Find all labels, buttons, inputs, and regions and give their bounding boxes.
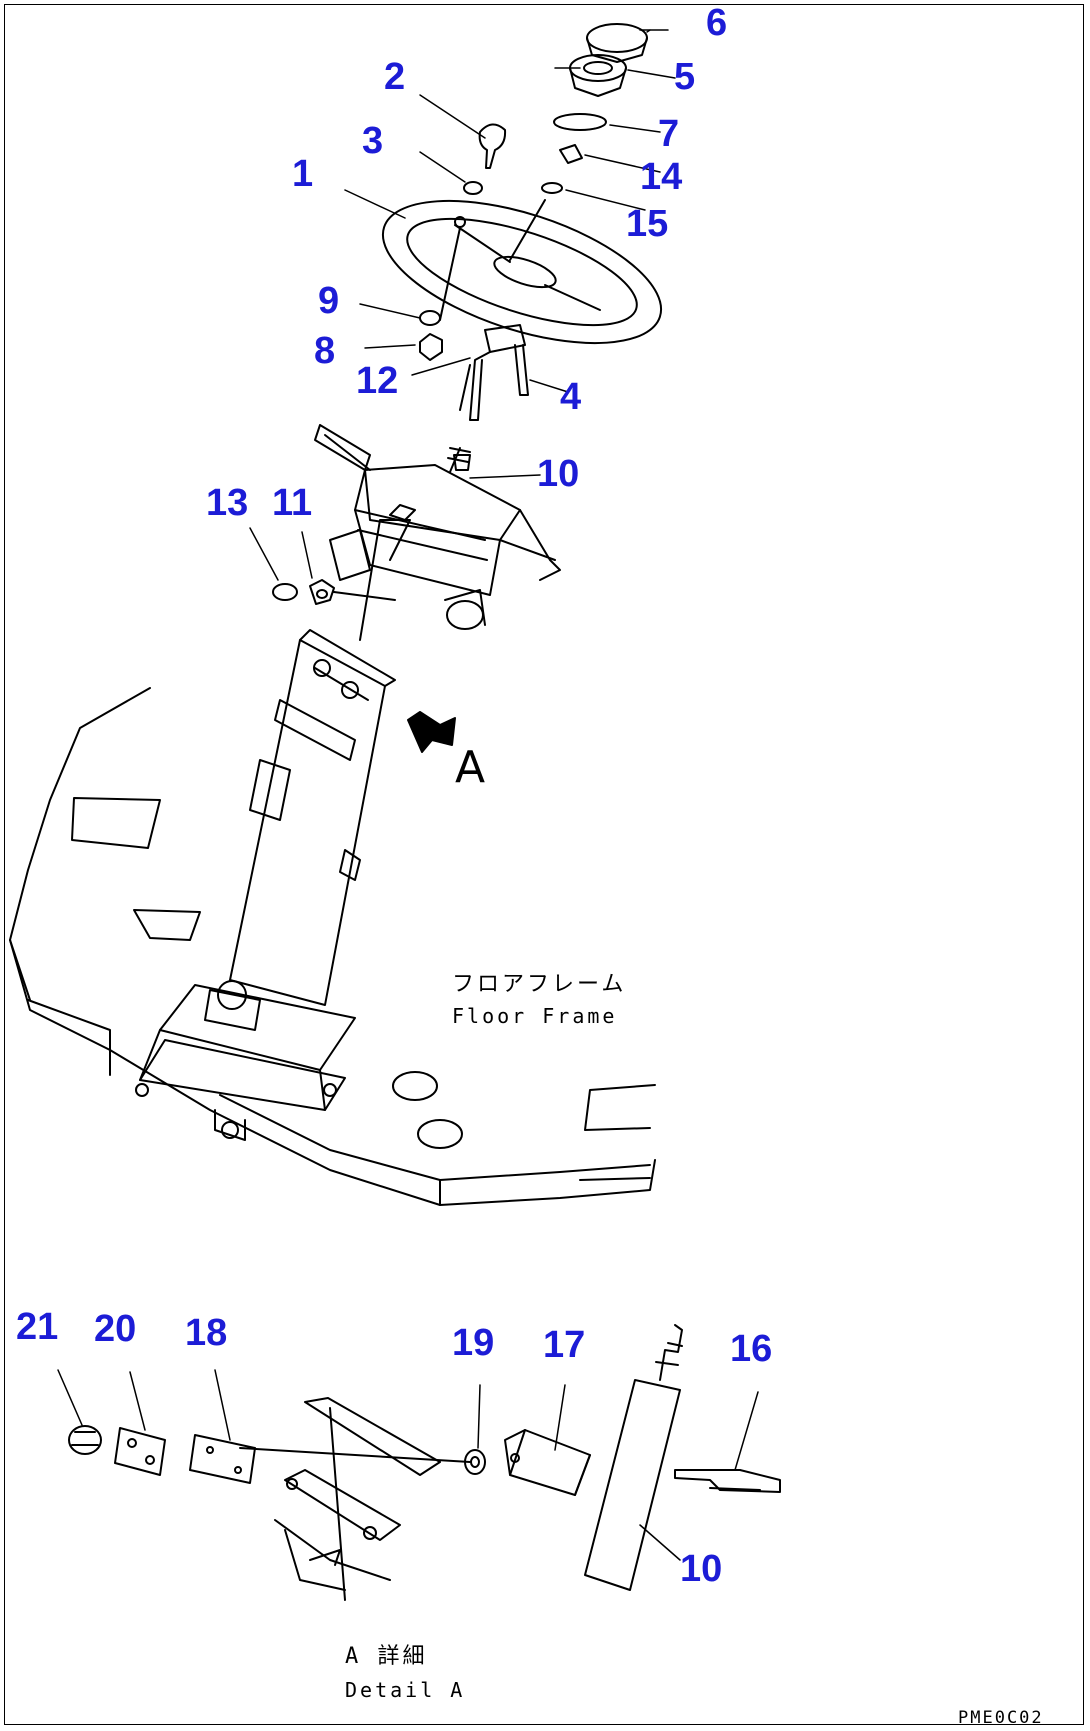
callout-2: 2 (384, 56, 406, 98)
callout-14: 14 (640, 156, 683, 198)
callout-9: 9 (318, 280, 340, 322)
callout-11: 11 (272, 482, 313, 524)
drawing-code: PME0C02 (958, 1708, 1044, 1728)
column-base (135, 984, 356, 1141)
callout-8: 8 (314, 330, 336, 372)
floor-frame-label-en: Floor Frame (452, 1004, 618, 1028)
callout-18: 18 (185, 1312, 228, 1354)
callout-1: 1 (292, 153, 314, 195)
callout-13: 13 (206, 482, 249, 524)
callout-3: 3 (362, 120, 384, 162)
detail-leader-lines (57, 1369, 759, 1561)
callout-20: 20 (94, 1308, 137, 1350)
callout-16: 16 (730, 1328, 773, 1370)
callout-10: 10 (537, 453, 580, 495)
callout-17: 17 (543, 1324, 586, 1366)
drawing-border (4, 4, 1084, 1725)
top-small-parts (439, 23, 648, 321)
hub-parts (419, 310, 529, 471)
callout-6: 6 (706, 2, 728, 44)
view-arrow-icon (407, 711, 456, 753)
steering-valve-assembly (314, 424, 561, 630)
steering-column (204, 519, 411, 1031)
callout-5: 5 (674, 56, 696, 98)
callout-10-detail: 10 (680, 1548, 723, 1590)
callout-19: 19 (452, 1322, 495, 1364)
nut-washer-11-13 (272, 579, 396, 605)
floor-frame-label-jp: フロアフレーム (452, 972, 627, 997)
detail-a-label-jp: A 詳細 (345, 1644, 428, 1669)
leader-lines (249, 29, 676, 581)
detail-a-drawing (68, 1324, 781, 1601)
callout-4: 4 (560, 376, 582, 418)
callout-15: 15 (626, 203, 669, 245)
callout-21: 21 (16, 1306, 59, 1348)
callout-7: 7 (658, 113, 680, 155)
floor-frame-outline (9, 687, 656, 1206)
callout-12: 12 (356, 360, 399, 402)
view-a-label: A (455, 742, 486, 793)
detail-a-label-en: Detail A (345, 1678, 466, 1702)
